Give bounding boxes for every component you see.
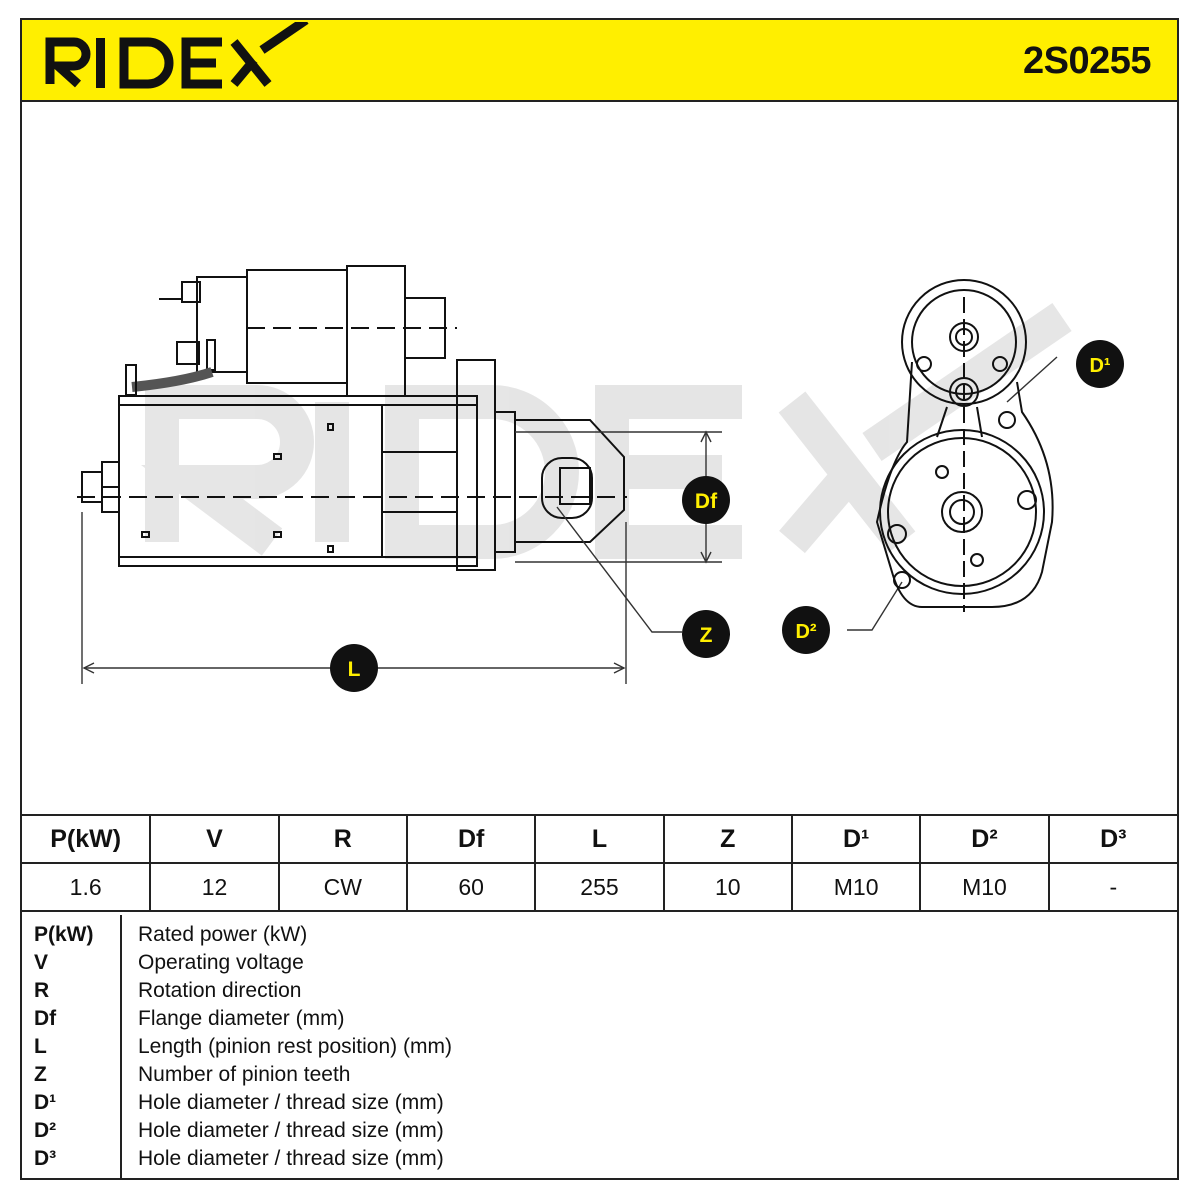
spec-header-cell: V [149, 814, 280, 864]
svg-text:Df: Df [695, 490, 718, 513]
legend-desc: Operating voltage [138, 951, 304, 974]
datasheet-frame: 2S0255 [20, 18, 1179, 1180]
spec-header-cell: Df [405, 814, 537, 864]
legend-abbr: R [34, 979, 50, 1002]
legend-abbr: D³ [34, 1147, 57, 1170]
legend-row: R Rotation direction [22, 979, 1177, 1007]
spec-header-cell: D² [919, 814, 1050, 864]
legend-abbr: L [34, 1035, 47, 1058]
legend-row: P(kW) Rated power (kW) [22, 923, 1177, 951]
part-number: 2S0255 [1022, 40, 1152, 82]
ridex-watermark [141, 302, 1072, 559]
svg-text:D²: D² [795, 621, 816, 643]
spec-value-cell: 60 [405, 862, 537, 912]
spec-value-cell: 10 [662, 862, 793, 912]
spec-value-cell: M10 [919, 862, 1050, 912]
legend-desc: Number of pinion teeth [138, 1063, 351, 1086]
header-bar: 2S0255 [22, 20, 1177, 102]
legend-abbr: D² [34, 1119, 57, 1142]
spec-value-cell: - [1047, 862, 1177, 912]
spec-header-cell: L [534, 814, 665, 864]
legend-desc: Hole diameter / thread size (mm) [138, 1147, 444, 1170]
legend-abbr: D¹ [34, 1091, 57, 1114]
legend-desc: Flange diameter (mm) [138, 1007, 345, 1030]
technical-drawing: Df Z L D¹ D² [77, 265, 1124, 692]
starter-side-view [77, 265, 627, 571]
starter-front-view [875, 279, 1054, 612]
spec-value-cell: CW [277, 862, 408, 912]
spec-value-cell: 12 [149, 862, 280, 912]
spec-value-row: 1.6 12 CW 60 255 10 M10 M10 - [22, 862, 1177, 912]
legend-abbr: V [34, 951, 49, 974]
svg-text:D¹: D¹ [1089, 355, 1110, 377]
legend-desc: Length (pinion rest position) (mm) [138, 1035, 452, 1058]
legend-abbr: Z [34, 1063, 47, 1086]
legend: P(kW) Rated power (kW) V Operating volta… [22, 915, 1177, 1178]
legend-abbr: P(kW) [34, 923, 94, 946]
badge-d1: D¹ [1076, 340, 1124, 388]
spec-value-cell: M10 [790, 862, 922, 912]
legend-row: D³ Hole diameter / thread size (mm) [22, 1147, 1177, 1175]
spec-value-cell: 1.6 [22, 862, 152, 912]
legend-desc: Hole diameter / thread size (mm) [138, 1119, 444, 1142]
legend-abbr: Df [34, 1007, 57, 1030]
svg-text:L: L [348, 658, 361, 681]
spec-header-cell: D¹ [790, 814, 922, 864]
ridex-logo [45, 22, 309, 89]
legend-row: D² Hole diameter / thread size (mm) [22, 1119, 1177, 1147]
badge-d2: D² [782, 606, 830, 654]
svg-text:Z: Z [700, 624, 713, 647]
spec-header-cell: R [277, 814, 408, 864]
badge-df: Df [682, 476, 730, 524]
spec-header-row: P(kW) V R Df L Z D¹ D² D³ [22, 814, 1177, 864]
spec-header-cell: D³ [1047, 814, 1177, 864]
legend-row: Df Flange diameter (mm) [22, 1007, 1177, 1035]
spec-header-cell: P(kW) [22, 814, 152, 864]
legend-desc: Rated power (kW) [138, 923, 308, 946]
legend-row: Z Number of pinion teeth [22, 1063, 1177, 1091]
legend-divider [120, 915, 122, 1178]
legend-row: V Operating voltage [22, 951, 1177, 979]
legend-desc: Hole diameter / thread size (mm) [138, 1091, 444, 1114]
legend-desc: Rotation direction [138, 979, 302, 1002]
spec-table: P(kW) V R Df L Z D¹ D² D³ 1.6 12 CW 60 2… [22, 814, 1177, 912]
spec-header-cell: Z [662, 814, 793, 864]
legend-row: D¹ Hole diameter / thread size (mm) [22, 1091, 1177, 1119]
legend-row: L Length (pinion rest position) (mm) [22, 1035, 1177, 1063]
spec-value-cell: 255 [534, 862, 665, 912]
badge-l: L [330, 644, 378, 692]
badge-z: Z [682, 610, 730, 658]
